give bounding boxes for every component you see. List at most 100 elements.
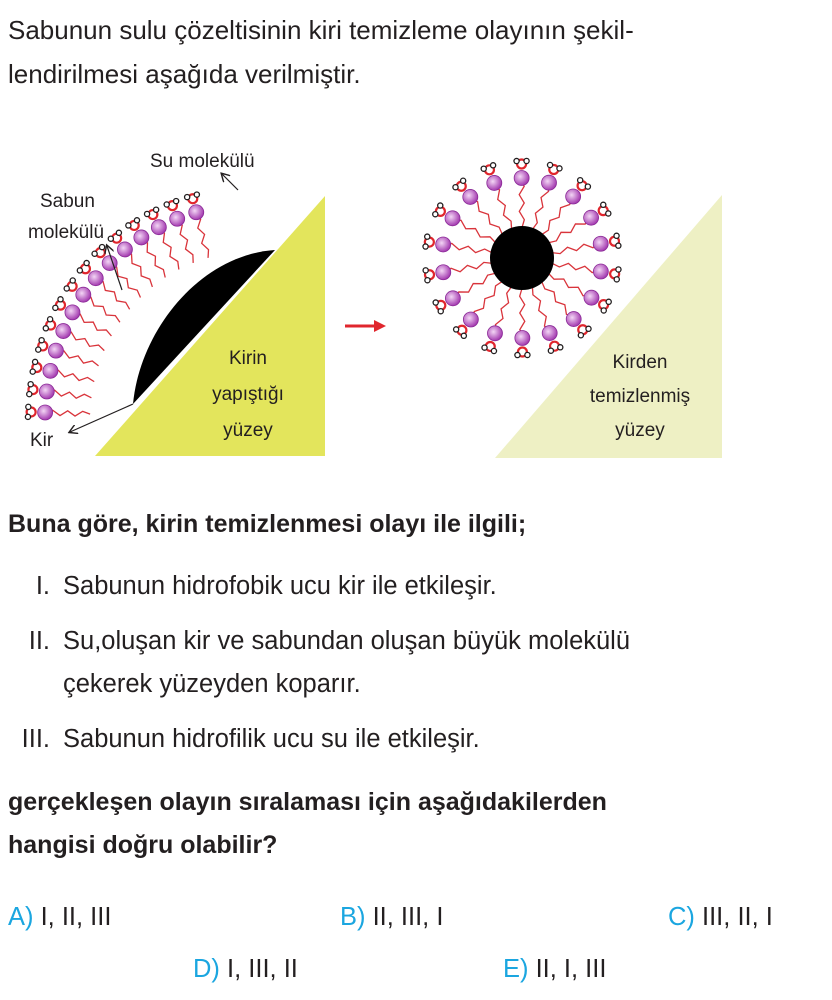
hydrophobic-tail bbox=[491, 183, 513, 230]
dirty-surface bbox=[95, 196, 325, 456]
option-c[interactable]: C) III, II, I bbox=[668, 903, 773, 932]
water-molecule-icon bbox=[52, 296, 67, 312]
hydrophilic-head bbox=[42, 362, 59, 379]
water-molecule-icon bbox=[63, 277, 78, 292]
water-molecule-icon bbox=[609, 266, 622, 283]
water-molecule-icon bbox=[577, 324, 592, 339]
option-a[interactable]: A) I, II, III bbox=[8, 903, 111, 932]
water-molecule-icon bbox=[91, 243, 106, 259]
hydrophilic-head bbox=[188, 204, 205, 221]
water-molecule-icon bbox=[42, 316, 57, 332]
hydrophilic-head bbox=[55, 323, 72, 339]
water-molecule-icon bbox=[76, 259, 92, 275]
label-soap-1: Sabun bbox=[40, 191, 95, 212]
soap-molecule bbox=[514, 287, 531, 359]
hydrophilic-head bbox=[462, 311, 479, 328]
hydrophilic-head bbox=[75, 286, 92, 303]
hydrophilic-head bbox=[48, 342, 64, 359]
option-e[interactable]: E) II, I, III bbox=[503, 955, 606, 984]
water-molecule-icon bbox=[422, 267, 436, 284]
label-clean-surface-1: Kirden bbox=[613, 352, 668, 373]
hydrophobic-tail bbox=[531, 286, 553, 333]
hydrophobic-tail bbox=[472, 280, 504, 322]
hydrophilic-head bbox=[514, 330, 531, 346]
soap-molecule bbox=[481, 285, 513, 355]
option-b-letter: B) bbox=[340, 903, 366, 931]
hydrophobic-tail bbox=[540, 194, 572, 236]
soap-molecule bbox=[480, 162, 513, 230]
hydrophobic-tail bbox=[468, 197, 504, 236]
hydrophobic-tail bbox=[518, 177, 526, 229]
soap-molecule bbox=[163, 197, 194, 263]
water-molecule-icon bbox=[432, 299, 447, 315]
soap-molecule bbox=[531, 286, 564, 354]
water-molecule-icon bbox=[546, 161, 563, 176]
water-molecule-icon bbox=[608, 232, 622, 249]
hydrophobic-tail bbox=[49, 369, 95, 383]
hydrophilic-head bbox=[64, 304, 81, 321]
soap-molecule bbox=[107, 229, 153, 288]
statement-1-number: I. bbox=[35, 572, 50, 600]
question-line-2: hangisi doğru olabilir? bbox=[8, 831, 278, 859]
hydrophobic-tail bbox=[54, 350, 99, 367]
clean-surface bbox=[495, 195, 722, 458]
dirt-blob bbox=[133, 250, 275, 404]
hydrophobic-tail bbox=[442, 242, 493, 254]
option-b[interactable]: B) II, III, I bbox=[340, 903, 443, 932]
hydrophilic-head bbox=[435, 264, 452, 281]
soap-molecule bbox=[540, 280, 592, 339]
hydrophobic-tail bbox=[547, 272, 593, 297]
label-dirty-surface-3: yüzey bbox=[223, 420, 273, 441]
hydrophobic-tail bbox=[547, 215, 591, 244]
hydrophilic-head bbox=[462, 189, 479, 205]
dirt-micelle-core bbox=[490, 226, 554, 290]
water-molecule-icon bbox=[24, 403, 37, 421]
hydrophilic-head bbox=[37, 404, 54, 421]
hydrophilic-head bbox=[583, 209, 599, 226]
water-pointer-arrow bbox=[222, 174, 239, 191]
statement-1-text: Sabunun hidrofobik ucu kir ile etkileşir… bbox=[63, 572, 497, 600]
hydrophobic-tail bbox=[93, 279, 131, 310]
water-molecule-icon bbox=[26, 380, 39, 398]
hydrophobic-tail bbox=[138, 238, 166, 278]
water-molecule-icon bbox=[422, 233, 435, 250]
soap-molecule bbox=[125, 217, 166, 278]
hydrophobic-tail bbox=[453, 272, 497, 301]
soap-molecule bbox=[29, 358, 95, 383]
hydrophilic-head bbox=[87, 270, 104, 287]
water-molecule-icon bbox=[481, 340, 498, 355]
soap-molecule bbox=[547, 272, 612, 314]
label-clean-surface-2: temizlenmiş bbox=[590, 386, 690, 407]
label-soap-2: molekülü bbox=[28, 222, 104, 243]
soap-molecule bbox=[422, 233, 493, 254]
intro-line-1: Sabunun sulu çözeltisinin kiri temizleme… bbox=[8, 15, 634, 45]
statement-2-number: II. bbox=[28, 627, 50, 655]
hydrophobic-tail bbox=[551, 240, 601, 255]
label-water-molecule: Su molekülü bbox=[150, 151, 255, 172]
hydrophobic-tail bbox=[540, 280, 576, 319]
hydrophobic-tail bbox=[62, 331, 105, 352]
intro-line-2: lendirilmesi aşağıda verilmiştir. bbox=[8, 59, 361, 89]
option-d[interactable]: D) I, III, II bbox=[193, 955, 298, 984]
soap-cleaning-figure: Su molekülü Sabun molekülü Kir Kirin yap… bbox=[24, 151, 722, 458]
hydrophilic-head bbox=[444, 210, 461, 227]
option-e-letter: E) bbox=[503, 955, 529, 983]
water-molecule-icon bbox=[452, 324, 468, 340]
hydrophobic-tail bbox=[44, 409, 91, 417]
hydrophobic-tail bbox=[451, 219, 497, 244]
soap-molecule bbox=[547, 201, 612, 244]
option-b-text: II, III, I bbox=[372, 903, 444, 931]
statement-2-text-2: çekerek yüzeyden koparır. bbox=[63, 670, 361, 698]
hydrophilic-head bbox=[541, 174, 557, 191]
option-d-text: I, III, II bbox=[227, 955, 298, 983]
dirt-pointer-arrow bbox=[70, 403, 134, 432]
hydrophobic-tail bbox=[107, 264, 142, 298]
hydrophilic-head bbox=[444, 290, 461, 307]
water-molecule-icon bbox=[107, 229, 123, 244]
statement-2-text-1: Su,oluşan kir ve sabundan oluşan büyük m… bbox=[63, 627, 631, 655]
question-line-1: gerçekleşen olayın sıralaması için aşağı… bbox=[8, 788, 607, 816]
soap-molecule bbox=[52, 296, 112, 337]
process-arrow bbox=[345, 320, 386, 332]
water-molecule-icon bbox=[576, 176, 592, 192]
